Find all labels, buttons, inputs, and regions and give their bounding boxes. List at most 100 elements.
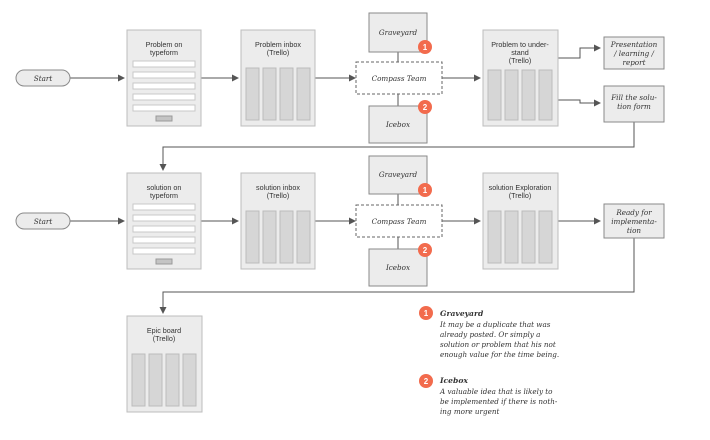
badge-number: 2 [423, 103, 428, 112]
note-text: / learning / [613, 49, 654, 58]
legend-number: 2 [424, 377, 429, 386]
side-note: Presentation / learning / report [603, 36, 665, 70]
board-column [245, 210, 260, 264]
compass-team-label: Compass Team [372, 74, 427, 83]
card-title: Problem to under- [491, 40, 549, 49]
badge-graveyard [418, 183, 432, 197]
icebox-label: Icebox [385, 120, 410, 129]
card-title: (Trello) [267, 191, 290, 200]
compass-team-box [355, 61, 443, 95]
board-column [521, 210, 536, 264]
board-column [262, 210, 277, 264]
form-field [132, 214, 196, 222]
legend-badge [419, 306, 433, 320]
form-field [132, 82, 196, 90]
side-note: Ready for implementa- tion [603, 203, 665, 239]
compass-team-box [355, 204, 443, 238]
legend-text: solution or problem that his not [440, 340, 556, 349]
card-title: (Trello) [267, 48, 290, 57]
legend-text: It may be a duplicate that was [439, 320, 551, 329]
note-text: implementa- [611, 217, 657, 226]
form-field [132, 236, 196, 244]
form-field [132, 203, 196, 211]
compass-team-cluster: Graveyard Compass Team Icebox 1 2 [355, 12, 443, 144]
board-column [296, 67, 311, 121]
connector [558, 99, 601, 107]
note-text: Fill the solu- [610, 93, 657, 102]
submit-button [155, 115, 173, 122]
graveyard-box [368, 155, 428, 195]
board-column [279, 210, 294, 264]
card-title: solution on [147, 183, 182, 192]
card-title: typeform [150, 191, 178, 200]
side-note: Fill the solu- tion form [603, 85, 665, 123]
badge-icebox [418, 243, 432, 257]
trello-board: Problem to under- stand (Trello) [482, 29, 559, 127]
trello-board: Problem inbox (Trello) [240, 29, 316, 127]
board-column [148, 353, 163, 407]
card-title: Problem on [146, 40, 183, 49]
board-column [487, 69, 502, 121]
icebox-box [368, 248, 428, 287]
badge-graveyard [418, 40, 432, 54]
legend-text: ing more urgent [440, 407, 499, 416]
connector [558, 44, 601, 59]
graveyard-label: Graveyard [379, 28, 418, 37]
trello-board: solution inbox (Trello) [240, 172, 316, 270]
board-column [504, 69, 519, 121]
badge-icebox [418, 100, 432, 114]
legend-badge [419, 374, 433, 388]
form-field [132, 71, 196, 79]
board-column [245, 67, 260, 121]
start-label: Start [34, 74, 53, 83]
board-column [538, 69, 553, 121]
legend-item-graveyard: 1 Graveyard It may be a duplicate that w… [419, 306, 559, 359]
card-title: typeform [150, 48, 178, 57]
note-text: report [623, 58, 646, 67]
card-title: (Trello) [509, 56, 532, 65]
legend-text: already posted. Or simply a [440, 330, 540, 339]
board-column [165, 353, 180, 407]
row1-connectors [70, 44, 635, 171]
form-field [132, 93, 196, 101]
board-column [279, 67, 294, 121]
icebox-label: Icebox [385, 263, 410, 272]
legend-text: be implemented if there is noth- [440, 397, 558, 406]
board-column [296, 210, 311, 264]
typeform-card: Problem on typeform [126, 29, 202, 127]
card-title: stand [511, 48, 529, 57]
card-title: (Trello) [153, 334, 176, 343]
badge-number: 2 [423, 246, 428, 255]
badge-number: 1 [423, 186, 428, 195]
compass-team-label: Compass Team [372, 217, 427, 226]
graveyard-box [368, 12, 428, 53]
legend-text: enough value for the time being. [440, 350, 559, 359]
form-field [132, 247, 196, 255]
board-column [538, 210, 553, 264]
trello-board: Epic board (Trello) [126, 315, 203, 413]
note-text: tion form [617, 102, 651, 111]
graveyard-label: Graveyard [379, 170, 418, 179]
form-field [132, 225, 196, 233]
board-column [262, 67, 277, 121]
connector [159, 122, 635, 171]
board-column [131, 353, 146, 407]
legend-title: Icebox [439, 376, 468, 385]
card-title: (Trello) [509, 191, 532, 200]
card-title: solution Exploration [489, 183, 552, 192]
note-text: Ready for [615, 208, 652, 217]
badge-number: 1 [423, 43, 428, 52]
start-node: Start [15, 69, 71, 87]
note-text: tion [627, 226, 642, 235]
row2-connectors [70, 194, 635, 314]
board-column [521, 69, 536, 121]
compass-team-cluster: Graveyard Compass Team Icebox 1 2 [355, 155, 443, 287]
legend-title: Graveyard [440, 309, 484, 318]
icebox-box [368, 105, 428, 144]
form-field [132, 60, 196, 68]
board-column [487, 210, 502, 264]
typeform-card: solution on typeform [126, 172, 202, 270]
start-label: Start [34, 217, 53, 226]
legend-item-icebox: 2 Icebox A valuable idea that is likely … [419, 374, 558, 416]
